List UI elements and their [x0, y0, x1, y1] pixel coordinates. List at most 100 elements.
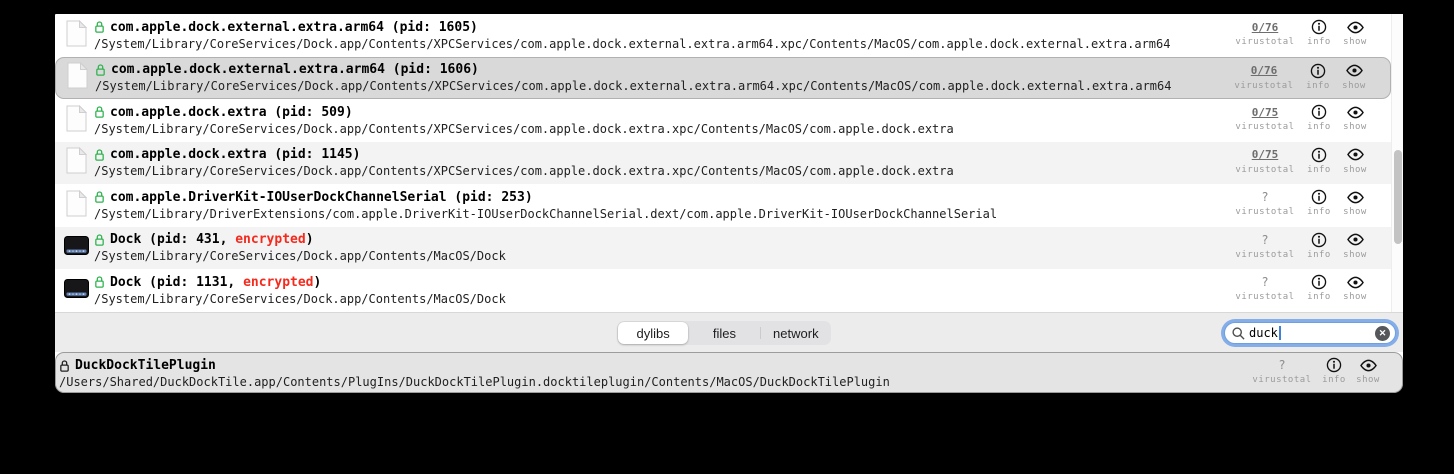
show-eye-icon[interactable] [1346, 188, 1365, 206]
virustotal-column: ? virustotal [1234, 356, 1330, 386]
info-column: info [1299, 273, 1339, 303]
virustotal-label: virustotal [1252, 375, 1312, 385]
dock-app-icon [63, 278, 89, 302]
virustotal-label: virustotal [1235, 122, 1295, 132]
virustotal-link[interactable]: 0/76 [1250, 64, 1278, 77]
show-eye-icon[interactable] [1346, 103, 1365, 121]
row-title: com.apple.dock.extra (pid: 509) [94, 104, 954, 121]
result-path: /Users/Shared/DuckDockTile.app/Contents/… [59, 375, 890, 389]
row-text: Dock (pid: 1131, encrypted) /System/Libr… [94, 274, 506, 307]
table-row[interactable]: com.apple.dock.external.extra.arm64 (pid… [55, 14, 1391, 57]
row-title: com.apple.dock.external.extra.arm64 (pid… [95, 61, 1171, 78]
info-label: info [1307, 122, 1331, 132]
show-column: show [1346, 356, 1390, 386]
dylib-process-list: com.apple.dock.external.extra.arm64 (pid… [55, 14, 1391, 312]
info-icon[interactable] [1311, 18, 1327, 36]
info-icon[interactable] [1310, 62, 1326, 80]
show-eye-icon[interactable] [1346, 146, 1365, 164]
row-text: com.apple.dock.external.extra.arm64 (pid… [95, 61, 1171, 94]
lock-icon [59, 359, 70, 373]
info-icon[interactable] [1311, 231, 1327, 249]
table-row[interactable]: Dock (pid: 431, encrypted) /System/Libra… [55, 226, 1391, 269]
table-row[interactable]: com.apple.dock.extra (pid: 509) /System/… [55, 99, 1391, 142]
virustotal-link[interactable]: 0/75 [1251, 148, 1279, 161]
info-icon[interactable] [1326, 356, 1342, 374]
virustotal-link[interactable]: ? [1261, 190, 1269, 204]
row-icon-cell [61, 189, 91, 221]
virustotal-link[interactable]: ? [1261, 232, 1269, 247]
virustotal-link[interactable]: ? [1261, 275, 1269, 289]
scrollbar-thumb[interactable] [1394, 150, 1402, 244]
show-eye-icon[interactable] [1346, 18, 1365, 36]
show-column: show [1332, 62, 1376, 92]
info-column: info [1299, 188, 1339, 218]
show-label: show [1343, 207, 1367, 217]
table-row[interactable]: Dock (pid: 1131, encrypted) /System/Libr… [55, 269, 1391, 312]
tab-dylibs[interactable]: dylibs [618, 322, 689, 344]
tab-network[interactable]: network [773, 325, 819, 341]
info-label: info [1307, 164, 1331, 175]
table-row[interactable]: com.apple.DriverKit-IOUserDockChannelSer… [55, 184, 1391, 227]
show-eye-icon[interactable] [1345, 62, 1364, 80]
table-row[interactable]: com.apple.dock.extra (pid: 1145) /System… [55, 141, 1391, 184]
process-name: Dock (pid: 431, encrypted) [110, 232, 314, 248]
info-label: info [1307, 37, 1331, 47]
info-icon[interactable] [1311, 273, 1327, 291]
document-icon [66, 19, 87, 51]
row-title: com.apple.dock.extra (pid: 1145) [94, 146, 954, 163]
row-text: com.apple.dock.extra (pid: 1145) /System… [94, 146, 954, 179]
search-query-text: duck [1249, 326, 1278, 340]
show-eye-icon[interactable] [1346, 231, 1365, 249]
lock-icon [94, 275, 105, 289]
virustotal-column: ? virustotal [1217, 273, 1313, 303]
scrollbar-track[interactable] [1391, 14, 1403, 312]
virustotal-column: 0/75 virustotal [1217, 103, 1313, 133]
tab-files[interactable]: files [712, 325, 737, 341]
info-column: info [1299, 146, 1339, 176]
show-eye-icon[interactable] [1359, 356, 1378, 374]
virustotal-label: virustotal [1235, 164, 1295, 175]
info-column: info [1299, 231, 1339, 261]
info-column: info [1299, 103, 1339, 133]
lock-icon [94, 190, 105, 204]
show-column: show [1333, 273, 1377, 303]
info-label: info [1307, 249, 1331, 260]
process-path: /System/Library/DriverExtensions/com.app… [94, 206, 998, 221]
search-input[interactable]: duck ✕ [1224, 322, 1396, 344]
info-label: info [1307, 292, 1331, 302]
show-label: show [1343, 164, 1367, 175]
virustotal-link[interactable]: 0/75 [1251, 105, 1279, 119]
info-icon[interactable] [1311, 103, 1327, 121]
virustotal-label: virustotal [1235, 249, 1295, 260]
document-icon [66, 147, 87, 178]
table-row[interactable]: com.apple.dock.external.extra.arm64 (pid… [55, 56, 1391, 99]
info-icon[interactable] [1311, 146, 1327, 164]
row-icon-cell [61, 19, 91, 51]
process-path: /System/Library/CoreServices/Dock.app/Co… [94, 249, 506, 264]
virustotal-link[interactable]: ? [1278, 358, 1286, 372]
show-column: show [1333, 231, 1377, 261]
app-window: com.apple.dock.external.extra.arm64 (pid… [55, 14, 1403, 393]
info-icon[interactable] [1311, 188, 1327, 206]
search-results-pane: DuckDockTilePlugin /Users/Shared/DuckDoc… [55, 352, 1403, 393]
result-row[interactable]: DuckDockTilePlugin /Users/Shared/DuckDoc… [56, 353, 1402, 392]
show-label: show [1343, 249, 1367, 260]
document-icon [66, 189, 87, 221]
lock-icon [94, 233, 105, 247]
virustotal-link[interactable]: 0/76 [1251, 20, 1279, 34]
row-title: com.apple.dock.external.extra.arm64 (pid… [94, 19, 1170, 36]
result-name: DuckDockTilePlugin [75, 358, 216, 373]
virustotal-label: virustotal [1234, 80, 1294, 91]
dock-app-icon [63, 236, 89, 259]
row-text: com.apple.dock.extra (pid: 509) /System/… [94, 104, 954, 137]
row-text: Dock (pid: 431, encrypted) /System/Libra… [94, 231, 506, 264]
result-title: DuckDockTilePlugin [59, 357, 1402, 374]
virustotal-label: virustotal [1235, 207, 1295, 217]
show-column: show [1333, 18, 1377, 48]
lock-icon [94, 148, 105, 162]
row-title: Dock (pid: 1131, encrypted) [94, 274, 506, 291]
view-switcher: dylibs files network [617, 321, 831, 345]
virustotal-column: 0/76 virustotal [1216, 62, 1312, 92]
show-eye-icon[interactable] [1346, 273, 1365, 291]
clear-icon[interactable]: ✕ [1375, 325, 1390, 341]
